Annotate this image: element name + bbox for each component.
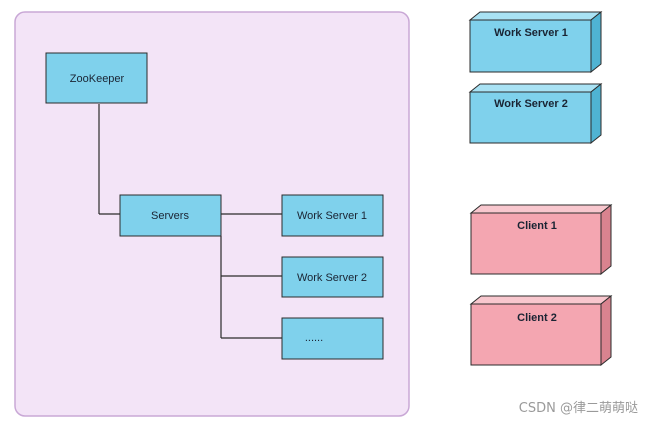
work-server-label: Work Server 1 — [494, 27, 568, 39]
work-server-label: Work Server 2 — [494, 98, 568, 110]
client-node: Client 1 — [469, 203, 613, 276]
tree-connectors — [98, 104, 282, 339]
servers-label: Servers — [151, 210, 189, 222]
servers-node: Servers — [119, 194, 222, 237]
tree-child-label: ...... — [305, 332, 323, 344]
tree-child-node: Work Server 1 — [281, 194, 384, 237]
watermark: CSDN @律二萌萌哒 — [518, 401, 638, 416]
client-label: Client 2 — [517, 312, 557, 324]
tree-child-label: Work Server 1 — [297, 210, 367, 222]
zookeeper-node: ZooKeeper — [45, 52, 148, 104]
zookeeper-label: ZooKeeper — [70, 73, 125, 85]
client-node: Client 2 — [469, 294, 613, 367]
work-server-node: Work Server 1 — [468, 10, 603, 74]
work-server-node: Work Server 2 — [468, 82, 603, 145]
client-label: Client 1 — [517, 220, 557, 232]
tree-child-label: Work Server 2 — [297, 272, 367, 284]
tree-child-node: Work Server 2 — [281, 256, 384, 298]
tree-child-node: ...... — [281, 317, 384, 360]
